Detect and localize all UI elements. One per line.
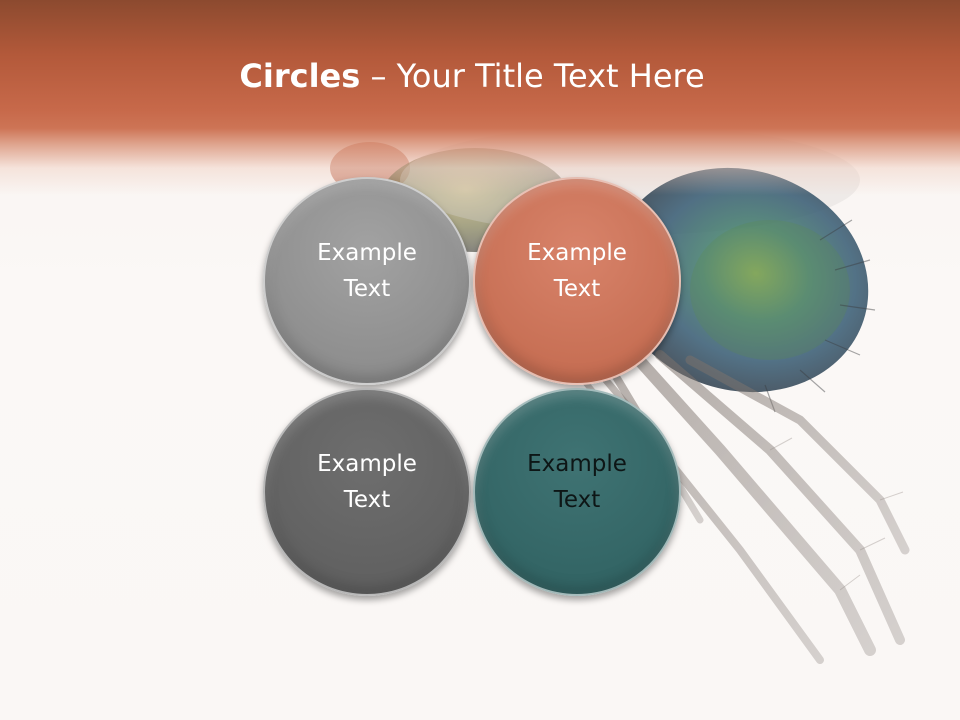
circle-label-line1: Example	[527, 240, 627, 266]
circle-label-line2: Text	[553, 487, 601, 513]
circle-teal-label: Example Text	[507, 446, 647, 518]
circle-teal[interactable]: Example Text	[473, 388, 681, 596]
circle-label-line1: Example	[317, 451, 417, 477]
title-band	[0, 0, 960, 195]
circle-gray-label: Example Text	[297, 235, 437, 307]
circle-gray[interactable]: Example Text	[263, 177, 471, 385]
circle-label-line2: Text	[343, 487, 391, 513]
circle-dark-gray-label: Example Text	[297, 446, 437, 518]
slide-title-bold: Circles	[239, 57, 361, 95]
slide-title-rest: – Your Title Text Here	[360, 57, 705, 95]
circle-orange[interactable]: Example Text	[473, 177, 681, 385]
circle-label-line2: Text	[343, 276, 391, 302]
circle-label-line1: Example	[317, 240, 417, 266]
circle-dark-gray[interactable]: Example Text	[263, 388, 471, 596]
slide-title[interactable]: Circles – Your Title Text Here	[0, 52, 944, 100]
circle-label-line2: Text	[553, 276, 601, 302]
circle-label-line1: Example	[527, 451, 627, 477]
circle-orange-label: Example Text	[507, 235, 647, 307]
